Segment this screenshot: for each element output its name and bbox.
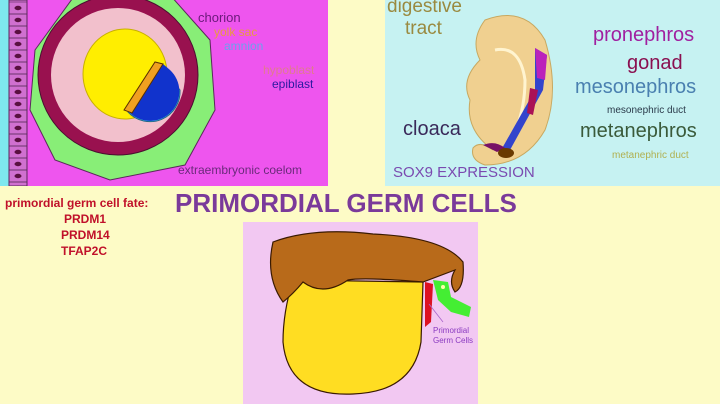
label-gonad: gonad <box>627 52 683 74</box>
implantation-diagram: chorion yolk sac amnion hypoblast epibla… <box>0 0 328 186</box>
label-digestive: digestive <box>387 0 462 17</box>
label-epiblast: epiblast <box>272 77 314 91</box>
label-chorion: chorion <box>198 10 241 25</box>
cell-nucleus <box>14 101 22 107</box>
page-title: PRIMORDIAL GERM CELLS <box>175 188 517 218</box>
cell-nucleus <box>14 65 22 71</box>
label-mesonephros: mesonephros <box>575 76 697 98</box>
sox9-drawing <box>385 0 720 186</box>
cell-nucleus <box>14 77 22 83</box>
label-cloaca: cloaca <box>403 118 461 140</box>
sox9-caption: SOX9 EXPRESSION <box>393 164 535 181</box>
pgc-label-line2: Germ Cells <box>433 336 474 345</box>
label-mesonephric-duct: mesonephric duct <box>607 105 686 116</box>
pgc-embryo-diagram: Primordial Germ Cells <box>243 222 478 404</box>
cell-nucleus <box>14 29 22 35</box>
label-metanephric-duct: metanephric duct <box>612 150 689 161</box>
label-coelom: extraembryonic coelom <box>178 163 303 177</box>
cell-nucleus <box>14 53 22 59</box>
label-metanephros: metanephros <box>580 120 697 142</box>
gene-prdm14: PRDM14 <box>61 228 110 242</box>
cell-nucleus <box>14 173 22 179</box>
cell-nucleus <box>14 149 22 155</box>
label-pronephros: pronephros <box>593 24 695 46</box>
label-yolk-sac: yolk sac <box>214 25 258 39</box>
implantation-drawing <box>0 0 328 186</box>
pgc-label-line1: Primordial <box>433 326 470 335</box>
gene-prdm1: PRDM1 <box>64 212 107 226</box>
pgc-drawing <box>243 222 478 404</box>
cell-nucleus <box>14 41 22 47</box>
gene-tfap2c: TFAP2C <box>61 244 108 258</box>
label-tract: tract <box>405 18 442 39</box>
cell-nucleus <box>14 137 22 143</box>
cell-nucleus <box>14 89 22 95</box>
label-amnion: amnion <box>224 39 264 53</box>
cell-nucleus <box>14 5 22 11</box>
label-hypoblast: hypoblast <box>263 63 315 77</box>
cell-nucleus <box>14 161 22 167</box>
sox9-expression-diagram: digestive tract pronephros gonad mesonep… <box>385 0 720 186</box>
fate-label: primordial germ cell fate: <box>5 196 149 210</box>
cell-nucleus <box>14 125 22 131</box>
cell-nucleus <box>14 113 22 119</box>
cell-nucleus <box>14 17 22 23</box>
uterine-cell <box>8 181 28 186</box>
